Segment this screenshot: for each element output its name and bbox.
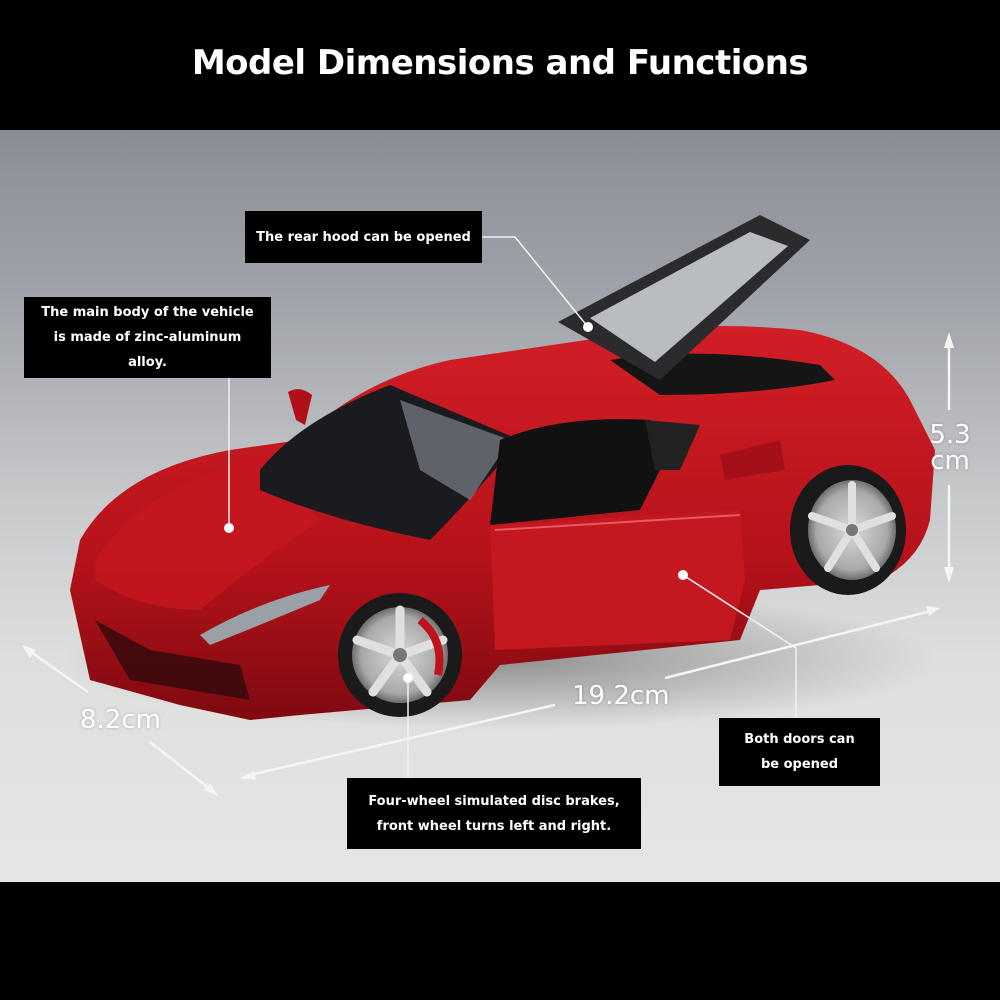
- leader-lines: [228, 236, 797, 778]
- height-dimension-label: 5.3 cm: [928, 422, 972, 474]
- length-dimension-label: 19.2cm: [572, 681, 670, 711]
- product-photo: 8.2cm 19.2cm 5.3 cm The rear hood can be…: [0, 130, 1000, 882]
- callout-brakes: Four-wheel simulated disc brakes, front …: [347, 778, 641, 849]
- front-wheel: [338, 593, 462, 717]
- car-body: [70, 326, 935, 720]
- height-unit: cm: [930, 446, 970, 476]
- width-dimension-label: 8.2cm: [80, 705, 161, 735]
- height-value: 5.3: [929, 420, 971, 450]
- anchor-dots: [224, 322, 688, 683]
- rear-wheel: [790, 465, 906, 595]
- header-bar: Model Dimensions and Functions: [0, 0, 1000, 130]
- callout-doors: Both doors can be opened: [719, 718, 880, 786]
- page-title: Model Dimensions and Functions: [191, 43, 809, 83]
- callout-body-material: The main body of the vehicle is made of …: [24, 297, 271, 378]
- rear-hood-cover: [558, 215, 810, 380]
- footer-bar: [0, 882, 1000, 1000]
- dimension-arrows: [22, 332, 954, 796]
- car-illustration: [22, 215, 954, 796]
- callout-rear-hood: The rear hood can be opened: [245, 211, 482, 263]
